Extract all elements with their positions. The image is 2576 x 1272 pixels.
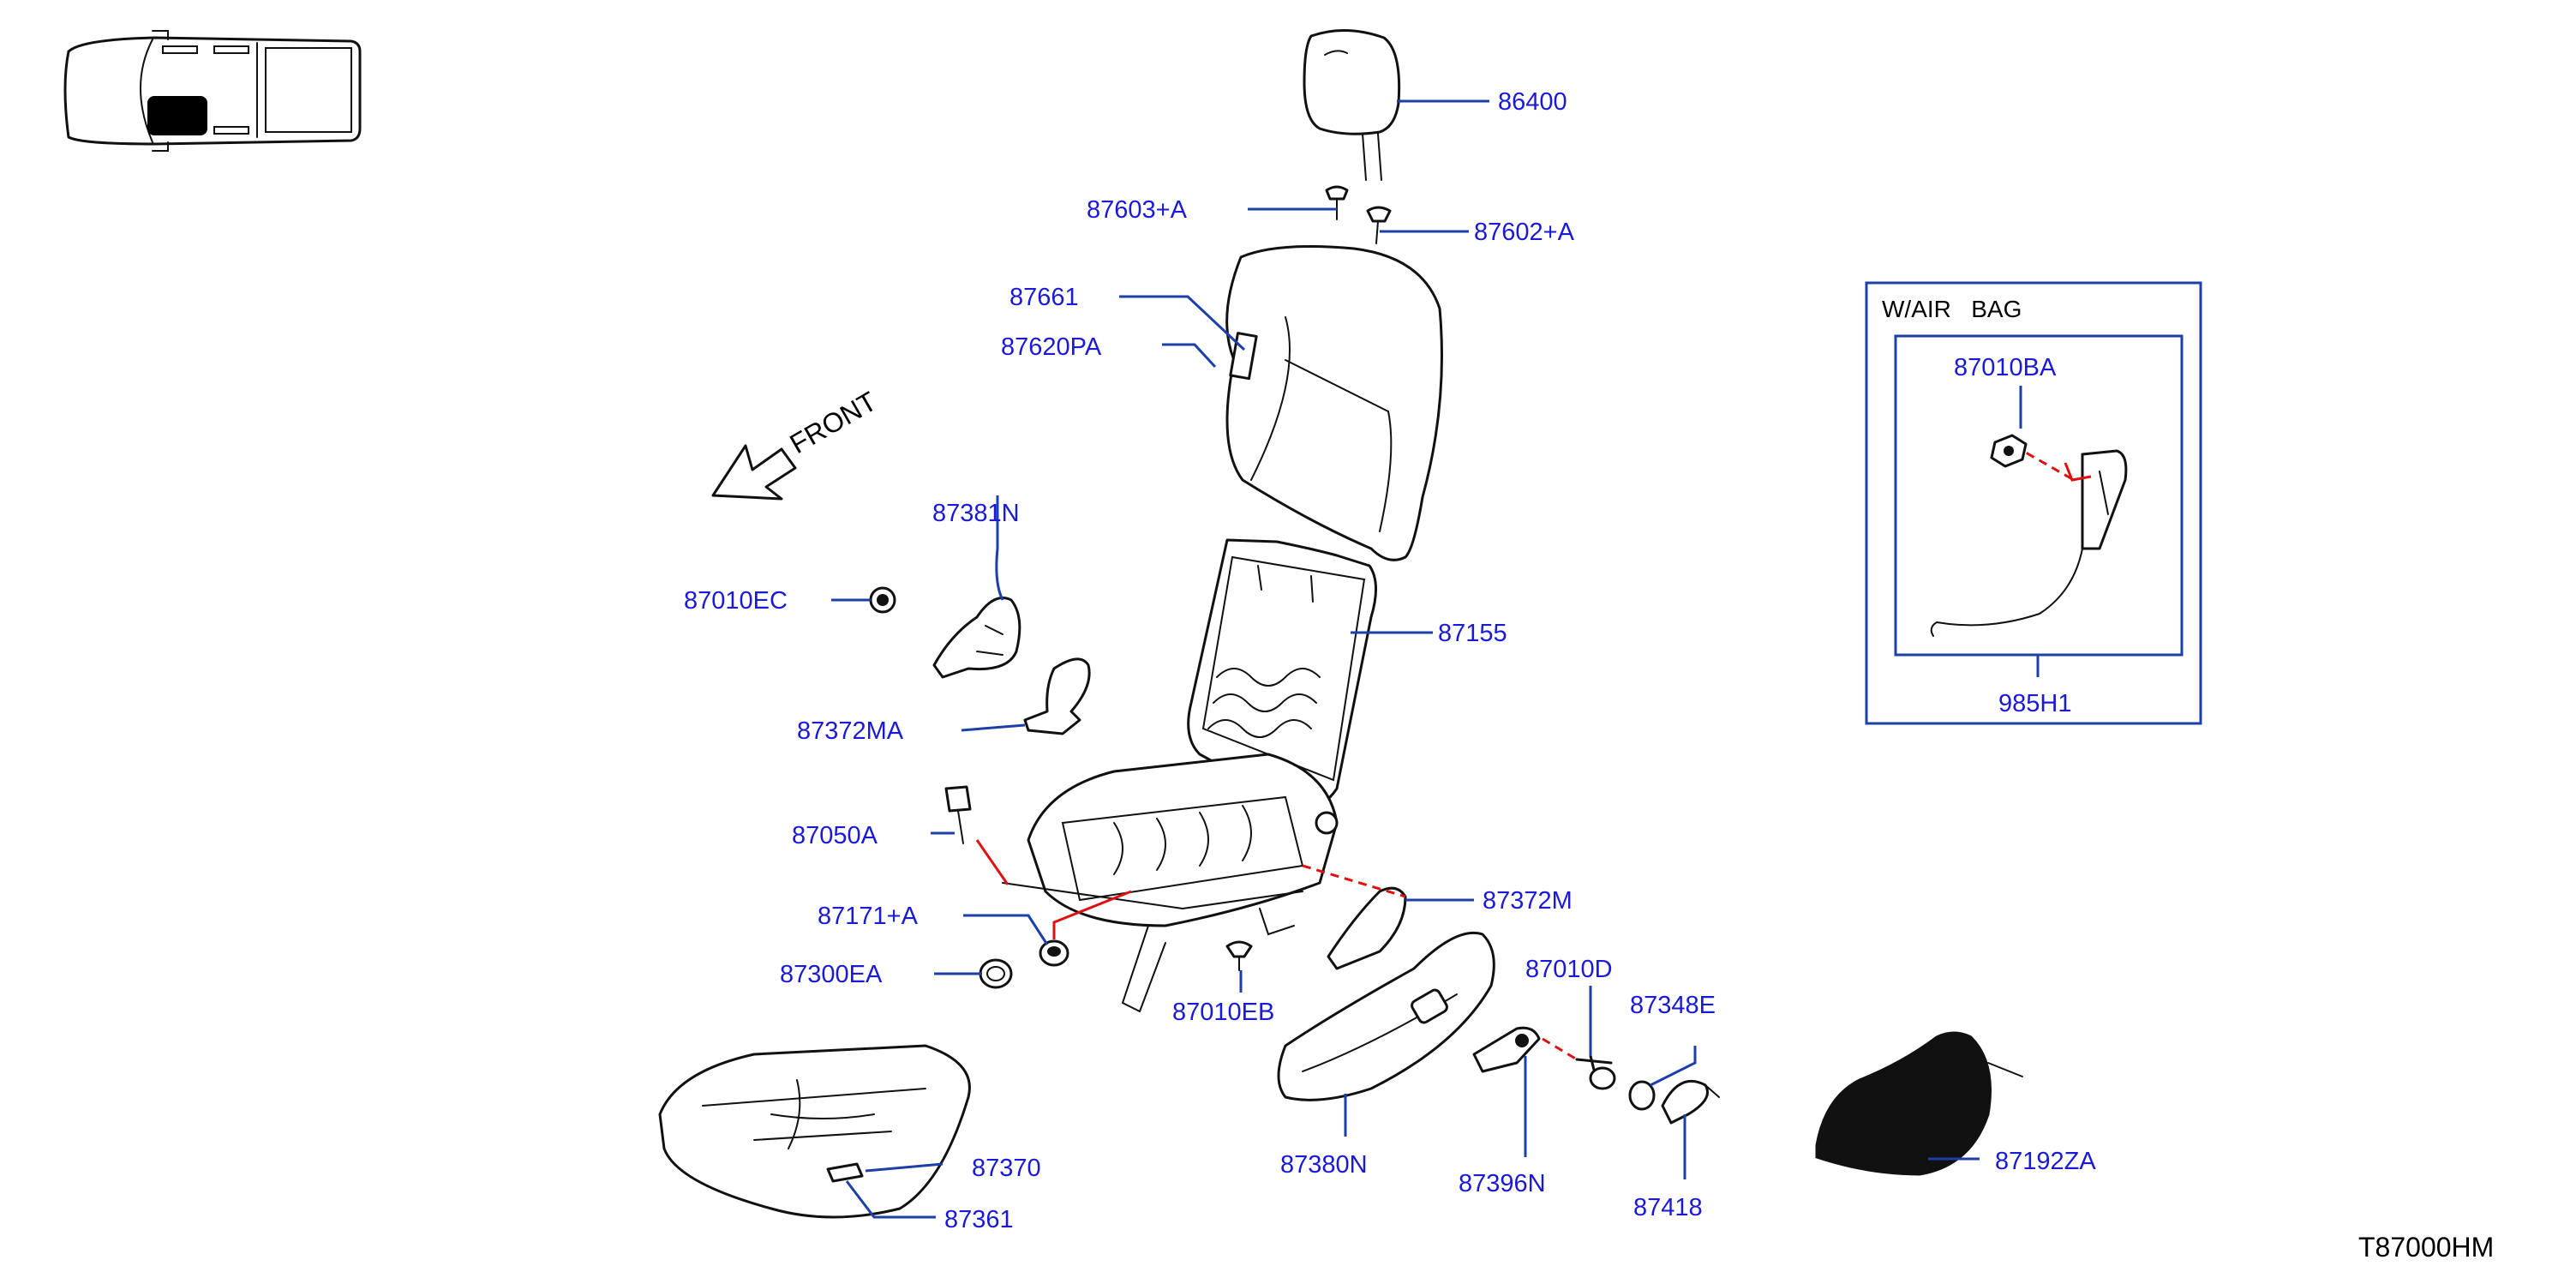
headrest-guide-right-part [1366,206,1392,244]
headrest-part [1303,29,1401,181]
label-87348e[interactable]: 87348E [1630,992,1716,1019]
label-87372ma[interactable]: 87372MA [797,717,904,745]
label-87620pa[interactable]: 87620PA [1001,333,1102,361]
label-87300ea[interactable]: 87300EA [780,961,883,988]
seat-position-marker-icon [147,96,207,135]
clip-87010ec-part [869,586,896,614]
label-86400[interactable]: 86400 [1498,88,1567,116]
screw-87010d-part [1575,1054,1616,1090]
label-87381n[interactable]: 87381N [932,500,1020,527]
seat-cushion-pad-part [658,1044,971,1219]
knob-87300ea-part [979,958,1013,989]
label-87010eb[interactable]: 87010EB [1172,999,1274,1026]
cap-87348e-part [1628,1080,1656,1111]
label-87010ba[interactable]: 87010BA [1954,354,2057,381]
label-87603a[interactable]: 87603+A [1087,196,1188,224]
label-87372m[interactable]: 87372M [1483,887,1573,915]
finisher-inner-part [932,597,1021,679]
hook-87418-part [1661,1080,1720,1125]
finisher-bracket-left-part [1023,657,1091,735]
bolt-87050a-part [944,785,972,844]
label-87155[interactable]: 87155 [1438,620,1507,647]
seat-back-pad-part [1225,245,1443,561]
seat-back-frame-part [1187,538,1378,809]
leader-lines [831,99,2040,1219]
label-87010ec[interactable]: 87010EC [684,587,788,615]
diagram-code: T87000HM [2358,1232,2494,1263]
outer-finisher-part [1277,931,1495,1101]
clip-87010eb-part [1225,940,1253,971]
label-87361[interactable]: 87361 [944,1206,1014,1233]
seat-cushion-frame-part [1002,753,1339,1013]
airbag-box-title: W/AIR BAG [1882,296,2022,322]
front-label: FRONT [785,386,882,459]
label-87050a[interactable]: 87050A [792,822,878,849]
label-87370[interactable]: 87370 [972,1155,1041,1182]
label-985h1[interactable]: 985H1 [1998,690,2071,717]
label-87380n[interactable]: 87380N [1280,1151,1368,1179]
label-87010d[interactable]: 87010D [1525,956,1613,983]
lever-87396n-part [1472,1026,1541,1073]
label-87396n[interactable]: 87396N [1459,1170,1546,1197]
headrest-guide-left-part [1325,185,1349,220]
label-87661[interactable]: 87661 [1009,284,1079,311]
red-hidden-links [975,444,2075,1061]
vehicle-locator-icon [63,30,362,152]
airbag-section [1865,281,2202,725]
label-87418[interactable]: 87418 [1633,1194,1703,1221]
mat-87192za-part [1815,1031,2023,1176]
airbag-module-part [1930,449,2128,637]
bushing-87171a-part [1039,939,1069,967]
airbag-nut-part [1990,434,2028,468]
label-87602a[interactable]: 87602+A [1474,219,1575,246]
label-87192za[interactable]: 87192ZA [1995,1148,2096,1175]
finisher-bracket-right-part [1327,886,1407,970]
front-direction-arrow-icon [711,444,797,501]
label-87171a[interactable]: 87171+A [818,903,919,930]
